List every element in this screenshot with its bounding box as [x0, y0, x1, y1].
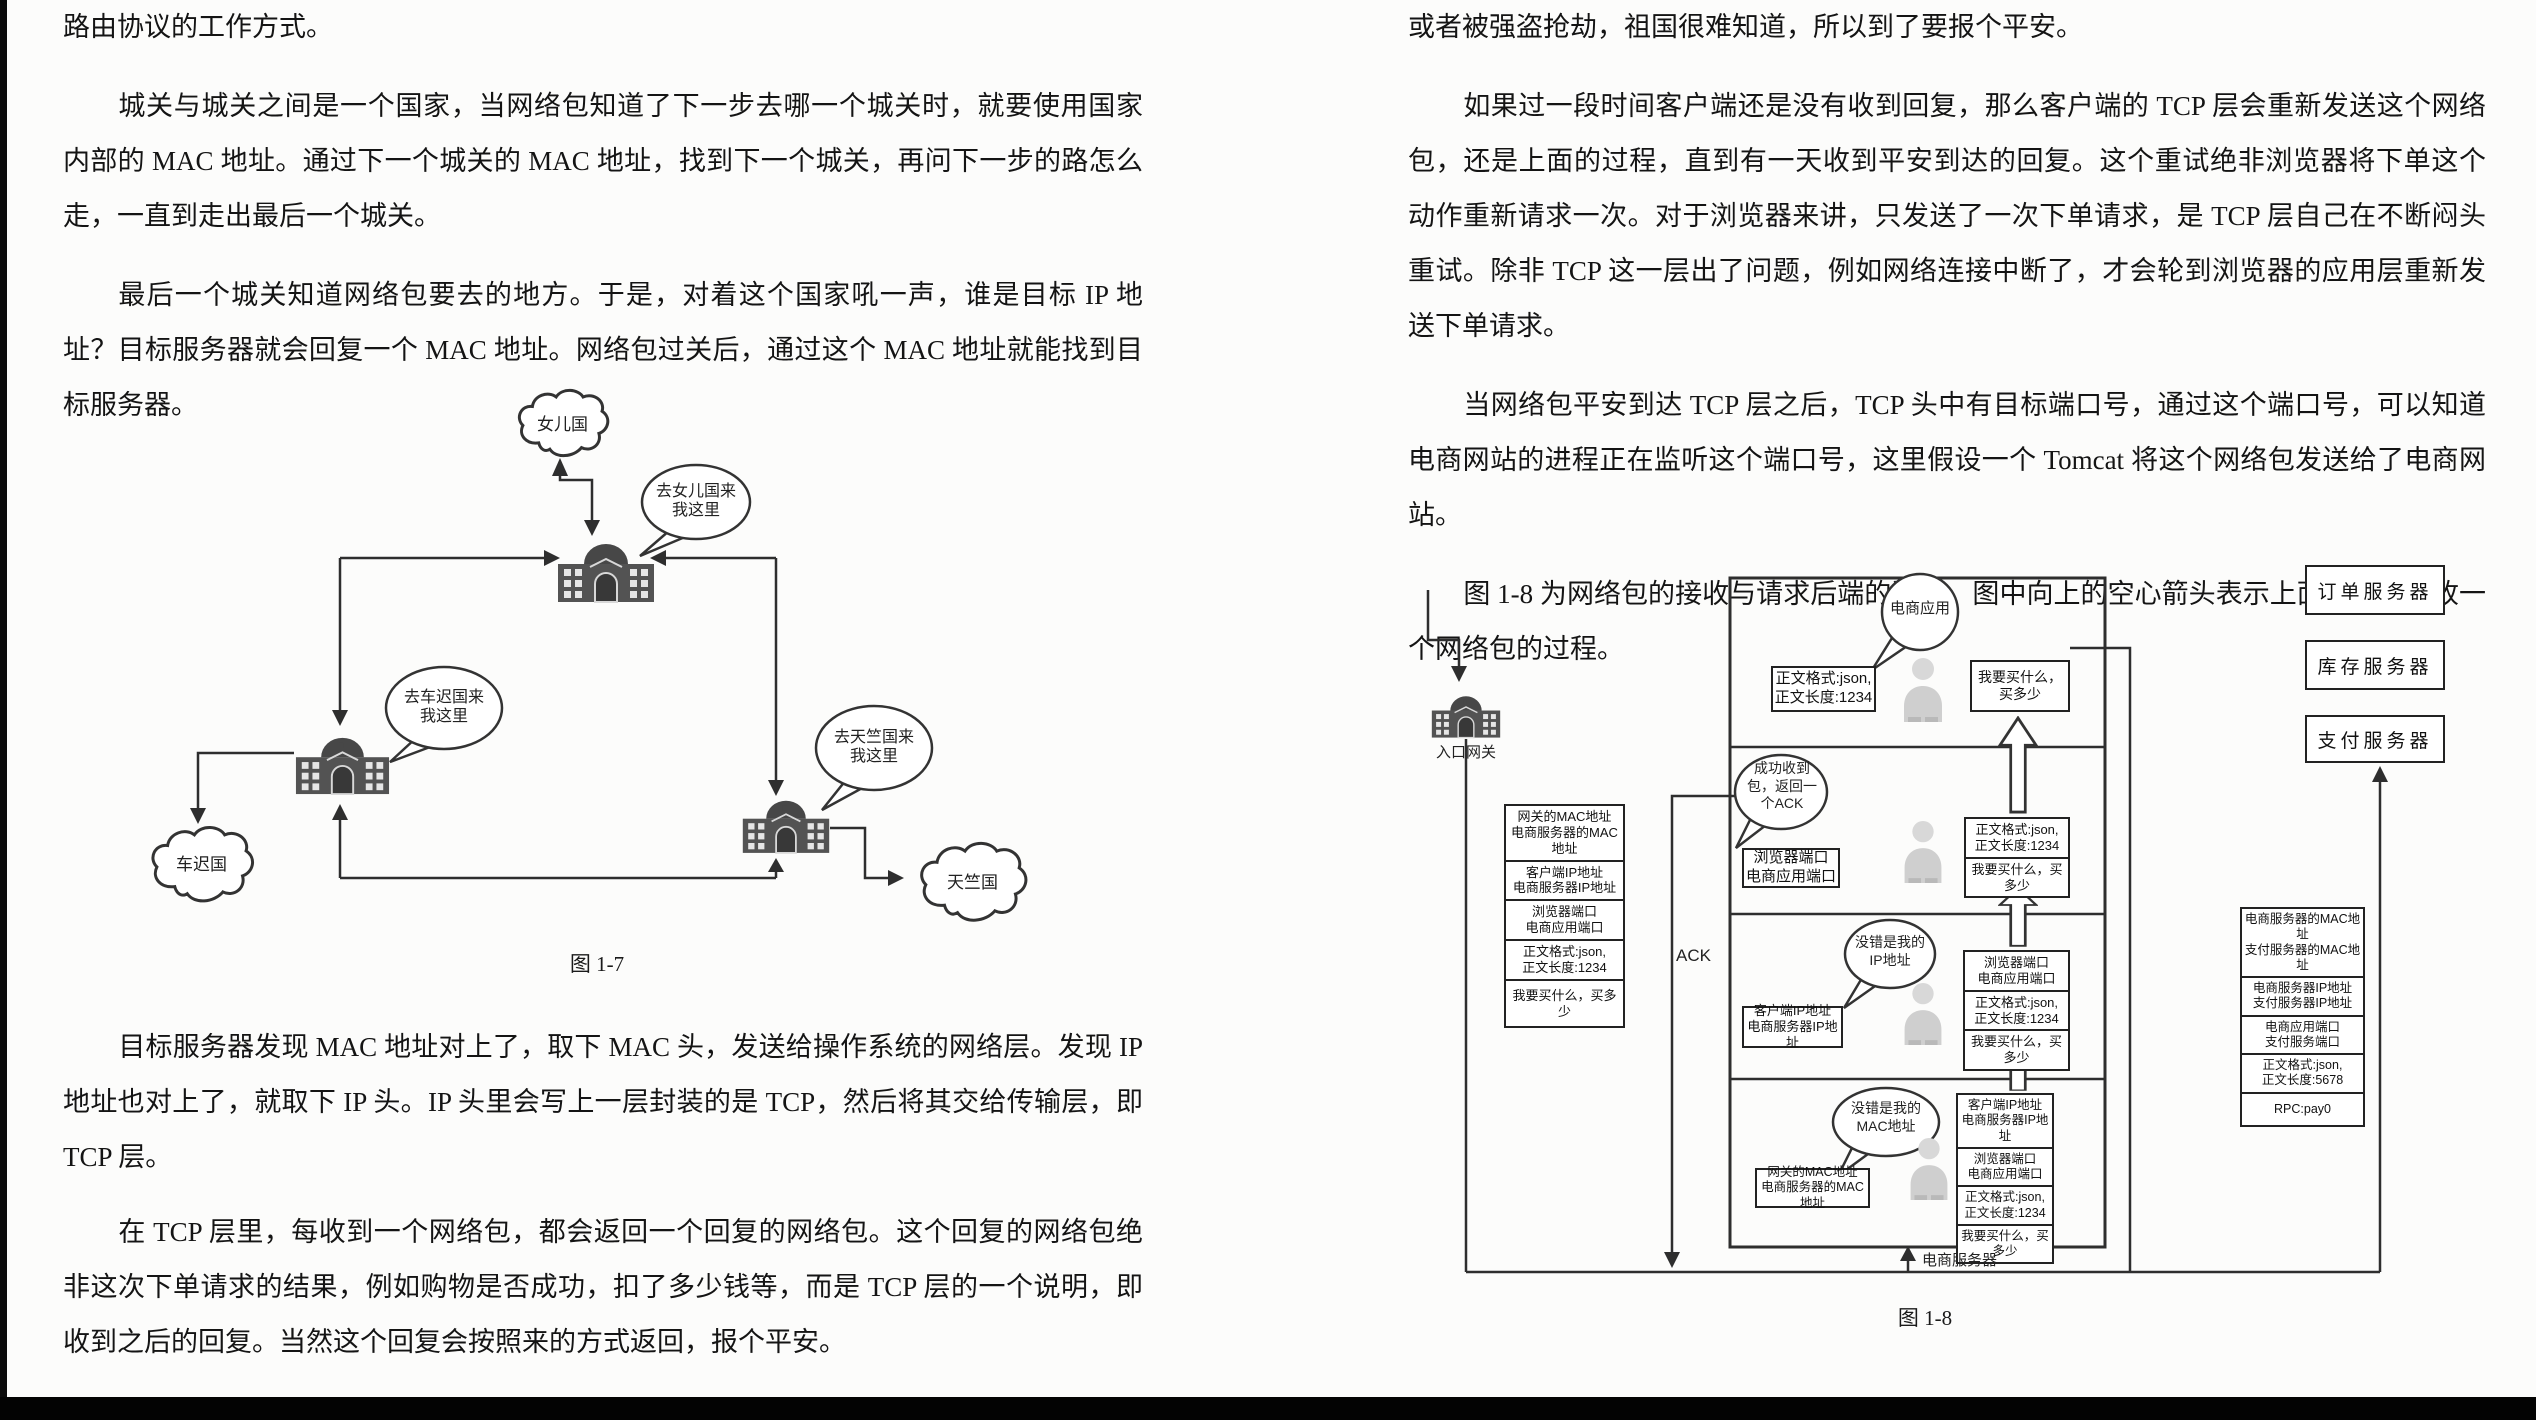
left-page-text-bottom: 目标服务器发现 MAC 地址对上了，取下 MAC 头，发送给操作系统的网络层。发… — [63, 1020, 1143, 1420]
packet-row: 浏览器端口 电商应用端口 — [1506, 901, 1623, 942]
packet-row: 正文格式:json, 正文长度:1234 — [1966, 819, 2068, 859]
gatehouse-icon — [741, 799, 831, 854]
packet-row: 我要买什么，买多少 — [1512, 987, 1617, 1019]
packet-row: 我要买什么，买多少 — [1961, 1228, 2049, 1258]
paragraph: 最后一个城关知道网络包要去的地方。于是，对着这个国家吼一声，谁是目标 IP 地址… — [63, 280, 1143, 420]
payment-server-box: 支付服务器 — [2305, 715, 2445, 763]
ip-bubble-label: 没错是我的 IP地址 — [1855, 934, 1925, 968]
packet-row: 正文格式:json, 正文长度:1234 — [1958, 1187, 2052, 1226]
packet-row: 正文格式:json, 正文长度:1234 — [1965, 992, 2068, 1032]
bubble-label-top: 去女儿国来 我这里 — [655, 483, 736, 519]
packet-row: 浏览器端口 电商应用端口 — [1958, 1149, 2052, 1188]
paragraph: 在 TCP 层里，每收到一个网络包，都会返回一个回复的网络包。这个回复的网络包绝… — [63, 1217, 1143, 1357]
figure-1-8-connectors — [1426, 576, 2382, 1274]
figure-1-7-caption: 图 1-7 — [569, 952, 625, 976]
mac-addr-box: 网关的MAC地址 电商服务器的MAC地址 — [1755, 1165, 1870, 1210]
order-server-box: 订单服务器 — [2305, 565, 2445, 615]
mac-bubble-label: 没错是我的 MAC地址 — [1851, 1100, 1921, 1134]
figure-1-7: 女儿国 车迟国 天竺国 去女儿国来 我这里 去车迟国来 我这里 去天竺国来 我这… — [100, 380, 1100, 1000]
speech-bubbles — [1733, 572, 1960, 1178]
packet-row: 我要买什么，买多少 — [1971, 861, 2063, 893]
figure-1-7-drawing — [151, 389, 1028, 922]
figure-1-7-connectors — [196, 476, 888, 880]
bubble-label-right: 去天竺国来 我这里 — [833, 729, 914, 765]
mac-packet-stack: 客户端IP地址 电商服务器IP地址 浏览器端口 电商应用端口 正文格式:json… — [1956, 1093, 2054, 1265]
gateway-label: 入口网关 — [1435, 744, 1496, 761]
arrowheads — [190, 458, 904, 886]
gateway-gatehouse-icon — [1431, 695, 1501, 739]
ack-label: ACK — [1676, 946, 1711, 965]
paragraph: 或者被强盗抢劫，祖国很难知道，所以到了要报个平安。 — [1408, 12, 2083, 42]
packet-row: 正文格式:json, 正文长度:5678 — [2242, 1055, 2363, 1094]
packet-row: 我要买什么，买多少 — [1970, 1034, 2062, 1066]
person-icon — [1904, 982, 1942, 1045]
ip-packet-stack: 浏览器端口 电商应用端口 正文格式:json, 正文长度:1234 我要买什么，… — [1963, 950, 2070, 1072]
tcp-port-box: 浏览器端口 电商应用端口 — [1742, 848, 1840, 888]
person-icon — [1904, 658, 1942, 722]
gatehouse-icon — [294, 736, 391, 796]
tcp-bubble-label: 成功收到 包，返回一 个ACK — [1747, 760, 1817, 811]
app-bubble-label: 电商应用 — [1889, 600, 1950, 617]
arrowheads — [1451, 666, 2388, 1268]
inbound-packet-stack: 网关的MAC地址 电商服务器的MAC地址 客户端IP地址 电商服务器IP地址 浏… — [1504, 804, 1625, 1029]
packet-row: 电商服务器IP地址 支付服务器IP地址 — [2242, 978, 2363, 1017]
cloud-label-tianzhuguo: 天竺国 — [947, 873, 998, 892]
ecommerce-server-label: 电商服务器 — [1922, 1252, 1998, 1269]
packet-row: 客户端IP地址 电商服务器IP地址 — [1506, 862, 1623, 902]
scan-edge-bottom — [0, 1397, 2536, 1420]
ip-addr-box: 客户端IP地址 电商服务器IP地址 — [1742, 1003, 1843, 1050]
gatehouse-icon — [557, 543, 655, 603]
figure-1-8-caption: 图 1-8 — [1897, 1306, 1953, 1330]
cloud-label-chechiguo: 车迟国 — [176, 855, 227, 874]
paragraph: 如果过一段时间客户端还是没有收到回复，那么客户端的 TCP 层会重新发送这个网络… — [1408, 91, 2486, 341]
figure-1-8: 订单服务器 库存服务器 支付服务器 网关的MAC地址 电商服务器的MAC地址 客… — [1400, 560, 2536, 1350]
person-icon — [1904, 820, 1942, 883]
packet-row: 正文格式:json, 正文长度:1234 — [1506, 941, 1623, 981]
cloud-label-nvguo: 女儿国 — [537, 415, 588, 434]
paragraph: 目标服务器发现 MAC 地址对上了，取下 MAC 头，发送给操作系统的网络层。发… — [63, 1032, 1143, 1172]
scan-edge-left — [0, 0, 7, 1420]
paragraph: 路由协议的工作方式。 — [63, 12, 333, 42]
packet-row: 电商应用端口 支付服务端口 — [2242, 1017, 2363, 1055]
inventory-server-box: 库存服务器 — [2305, 640, 2445, 690]
app-payload-box: 我要买什么，买多少 — [1970, 660, 2070, 712]
app-meta-box: 正文格式:json, 正文长度:1234 — [1771, 666, 1876, 712]
tcp-packet-stack: 正文格式:json, 正文长度:1234 我要买什么，买多少 — [1964, 817, 2070, 899]
figure-1-8-drawing — [1426, 572, 2388, 1274]
outbound-packet-stack: 电商服务器的MAC地址 支付服务器的MAC地址 电商服务器IP地址 支付服务器I… — [2240, 907, 2365, 1127]
paragraph: 城关与城关之间是一个国家，当网络包知道了下一步去哪一个城关时，就要使用国家内部的… — [63, 91, 1143, 231]
packet-row: 浏览器端口 电商应用端口 — [1965, 952, 2068, 992]
bubble-label-left: 去车迟国来 我这里 — [403, 689, 484, 725]
hollow-up-arrow — [1998, 716, 2038, 814]
left-page-text-top: 路由协议的工作方式。 城关与城关之间是一个国家，当网络包知道了下一步去哪一个城关… — [63, 0, 1143, 457]
packet-row: 网关的MAC地址 电商服务器的MAC地址 — [1506, 806, 1623, 862]
packet-row: 客户端IP地址 电商服务器IP地址 — [1958, 1095, 2052, 1149]
packet-row: 电商服务器的MAC地址 支付服务器的MAC地址 — [2242, 909, 2363, 978]
speech-bubbles — [384, 463, 934, 812]
paragraph: 当网络包平安到达 TCP 层之后，TCP 头中有目标端口号，通过这个端口号，可以… — [1408, 390, 2486, 530]
packet-row: RPC:pay0 — [2274, 1101, 2331, 1116]
